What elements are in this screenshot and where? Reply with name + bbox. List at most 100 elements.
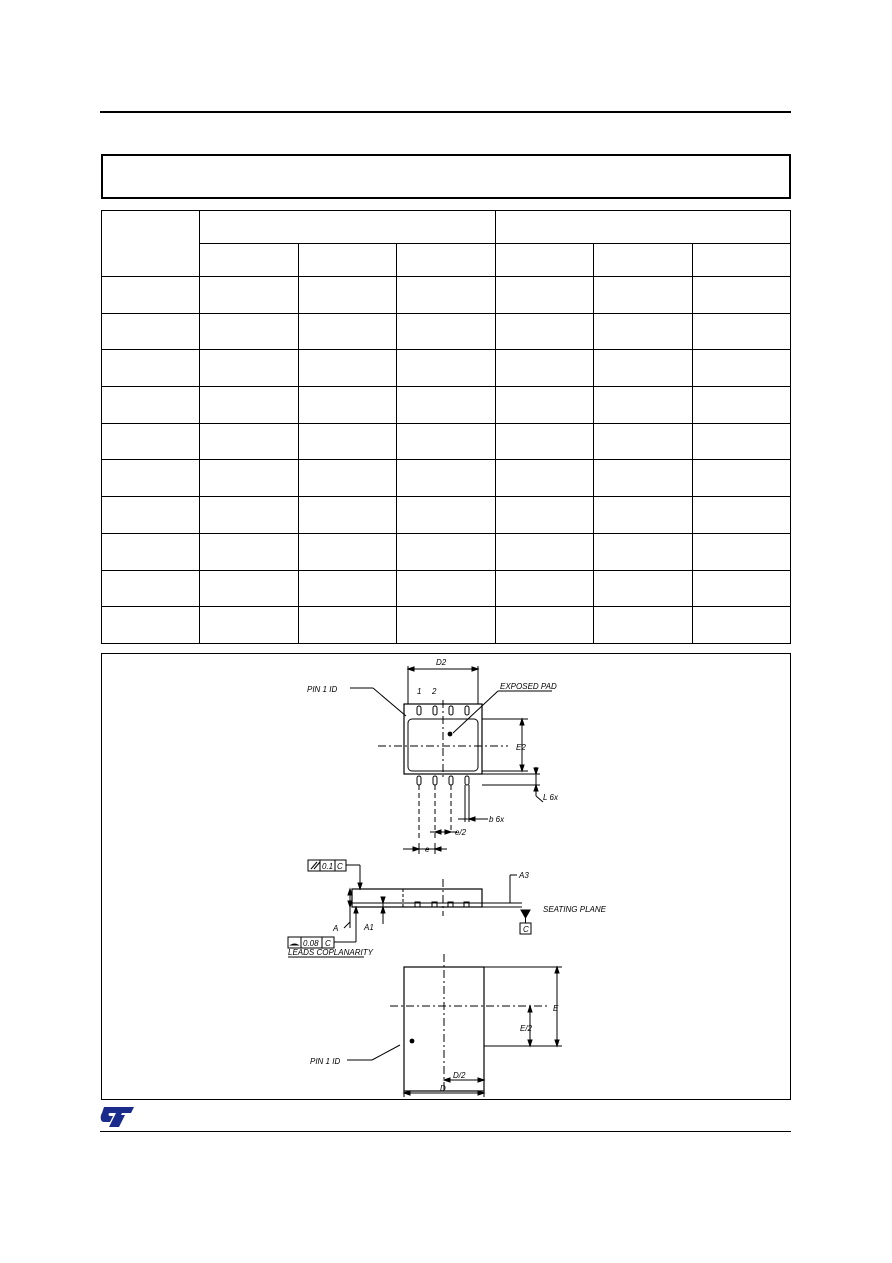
row-value-cell xyxy=(297,532,398,571)
bottom-pin-2 xyxy=(432,775,438,786)
row-value-cell xyxy=(593,386,693,424)
row-value-cell xyxy=(494,386,595,424)
label-coplanarity: 0.08 xyxy=(303,939,319,948)
row-value-cell xyxy=(593,459,693,498)
row-value-cell xyxy=(494,349,595,388)
header-group2 xyxy=(494,210,792,244)
row-value-cell xyxy=(199,349,299,388)
row-symbol-cell xyxy=(100,606,201,644)
row-value-cell xyxy=(396,386,496,424)
table-row xyxy=(100,606,792,644)
row-value-cell xyxy=(494,569,595,608)
row-value-cell xyxy=(199,276,299,314)
label-parallelism: 0.1 xyxy=(322,862,333,871)
label-l-6x: L 6x xyxy=(543,793,559,802)
row-value-cell xyxy=(691,422,792,461)
table-row xyxy=(100,276,792,314)
row-value-cell xyxy=(199,532,299,571)
header-rule xyxy=(100,111,791,113)
row-value-cell xyxy=(297,422,398,461)
side-pad-4 xyxy=(463,901,470,908)
row-value-cell xyxy=(691,459,792,498)
table-row xyxy=(100,349,792,388)
row-value-cell xyxy=(199,312,299,351)
row-value-cell xyxy=(297,312,398,351)
row-symbol-cell xyxy=(100,422,201,461)
row-value-cell xyxy=(396,532,496,571)
label-seating-plane: SEATING PLANE xyxy=(543,905,607,914)
table-subheader-row xyxy=(102,243,792,277)
side-pad-3 xyxy=(447,901,454,908)
label-pin-2: 2 xyxy=(431,687,437,696)
subheader-cell xyxy=(396,243,496,277)
row-value-cell xyxy=(593,606,693,644)
row-symbol-cell xyxy=(100,386,201,424)
row-symbol-cell xyxy=(100,459,201,498)
table-header-row xyxy=(100,210,792,277)
row-value-cell xyxy=(396,422,496,461)
row-value-cell xyxy=(691,312,792,351)
label-exposed-pad: EXPOSED PAD xyxy=(500,682,557,691)
row-value-cell xyxy=(593,569,693,608)
row-value-cell xyxy=(691,496,792,534)
label-e2: E2 xyxy=(516,743,526,752)
top-pin-3 xyxy=(448,705,454,716)
label-datum-c-1: C xyxy=(337,862,343,871)
row-value-cell xyxy=(494,312,595,351)
row-value-cell xyxy=(593,532,693,571)
row-value-cell xyxy=(494,276,595,314)
row-value-cell xyxy=(199,386,299,424)
row-value-cell xyxy=(593,349,693,388)
row-value-cell xyxy=(593,422,693,461)
label-leads-coplanarity: LEADS COPLANARITY xyxy=(288,948,374,957)
label-a1: A1 xyxy=(363,923,374,932)
label-a: A xyxy=(332,924,338,933)
footer-rule xyxy=(100,1131,791,1132)
bottom-pin-3 xyxy=(448,775,454,786)
datum-c-box xyxy=(519,922,532,935)
row-symbol-cell xyxy=(100,276,201,314)
row-value-cell xyxy=(691,386,792,424)
top-pin-1 xyxy=(416,705,422,716)
row-value-cell xyxy=(297,606,398,644)
row-value-cell xyxy=(199,606,299,644)
row-value-cell xyxy=(297,349,398,388)
side-pad-2 xyxy=(431,901,438,908)
label-d-half: D/2 xyxy=(453,1071,466,1080)
seating-plane-symbol xyxy=(520,909,531,920)
row-value-cell xyxy=(199,459,299,498)
row-symbol-cell xyxy=(100,312,201,351)
bottom-pin-4 xyxy=(464,775,470,786)
label-d: D xyxy=(440,1084,446,1093)
row-value-cell xyxy=(297,459,398,498)
row-value-cell xyxy=(297,276,398,314)
row-symbol-cell xyxy=(100,349,201,388)
subheader-cell xyxy=(691,243,792,277)
row-value-cell xyxy=(199,496,299,534)
row-value-cell xyxy=(396,606,496,644)
pin1-dot-bottom xyxy=(409,1038,415,1044)
top-pin-2 xyxy=(432,705,438,716)
package-title-box xyxy=(101,154,791,199)
label-datum-c-2: C xyxy=(523,925,529,934)
row-value-cell xyxy=(691,606,792,644)
label-pin1-top: PIN 1 ID xyxy=(307,685,337,694)
label-datum-c-3: C xyxy=(325,939,331,948)
row-value-cell xyxy=(297,386,398,424)
subheader-cell xyxy=(593,243,693,277)
label-d2: D2 xyxy=(436,658,447,667)
row-value-cell xyxy=(396,569,496,608)
table-row xyxy=(100,569,792,608)
label-e-big: E xyxy=(553,1004,559,1013)
pin1-dot-top xyxy=(447,731,453,737)
row-value-cell xyxy=(691,569,792,608)
row-symbol-cell xyxy=(100,569,201,608)
side-pad-1 xyxy=(414,901,421,908)
row-value-cell xyxy=(396,496,496,534)
row-value-cell xyxy=(297,496,398,534)
row-value-cell xyxy=(297,569,398,608)
row-value-cell xyxy=(396,459,496,498)
row-value-cell xyxy=(396,276,496,314)
header-group1 xyxy=(199,210,496,244)
label-pin1-bottom: PIN 1 ID xyxy=(310,1057,340,1066)
